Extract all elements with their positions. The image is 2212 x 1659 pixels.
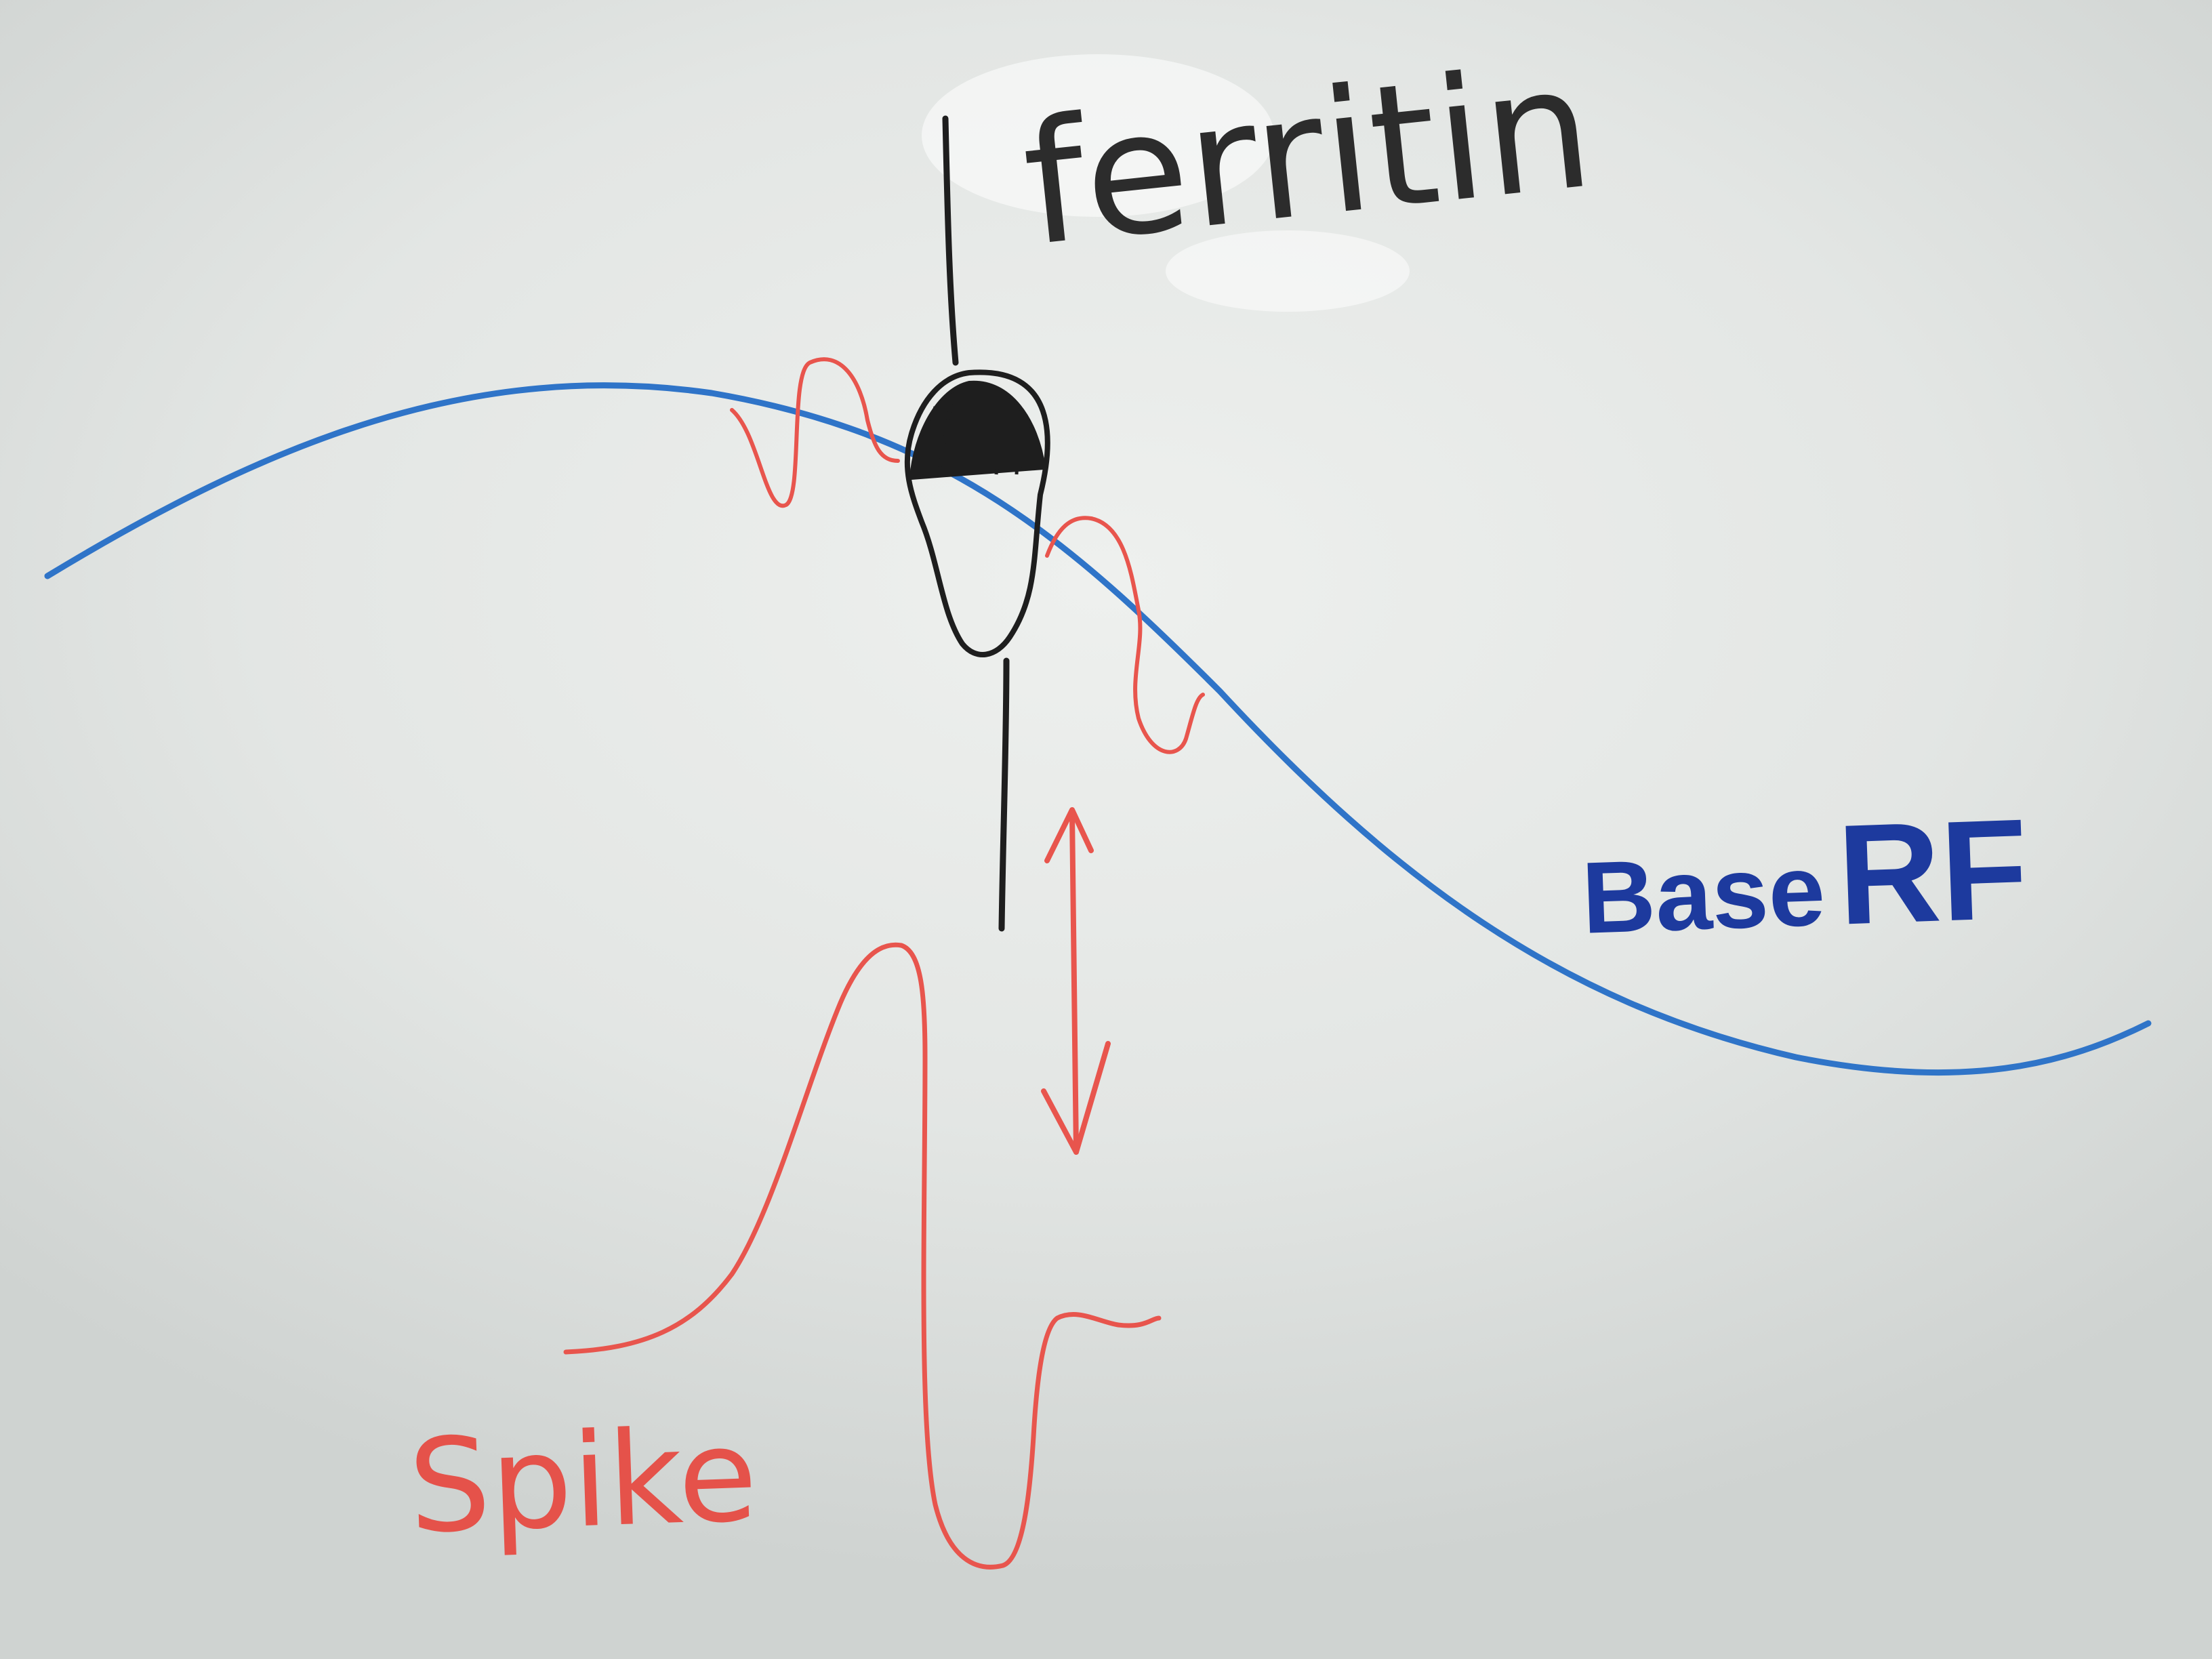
particle-hatched-cap	[909, 380, 1046, 480]
base-rf-label: BaseRF	[1579, 789, 2030, 956]
red-oscillation-left	[730, 357, 900, 508]
base-rf-label-base: Base	[1580, 832, 1827, 955]
black-vertical-line-bottom	[998, 657, 1010, 932]
blue-curve-base-rf	[44, 382, 2152, 1076]
spike-label: Spike	[406, 1400, 760, 1562]
particle-oval	[904, 369, 1050, 657]
glare-spot	[922, 54, 1274, 217]
red-spike-waveform	[563, 942, 1162, 1570]
particle-hatch-marks	[920, 389, 1022, 475]
base-rf-label-rf: RF	[1835, 789, 2030, 955]
red-oscillation-right	[1045, 516, 1205, 754]
glare-spot	[1166, 230, 1410, 312]
red-double-arrow	[1041, 807, 1111, 1155]
black-vertical-line-top	[942, 115, 959, 366]
